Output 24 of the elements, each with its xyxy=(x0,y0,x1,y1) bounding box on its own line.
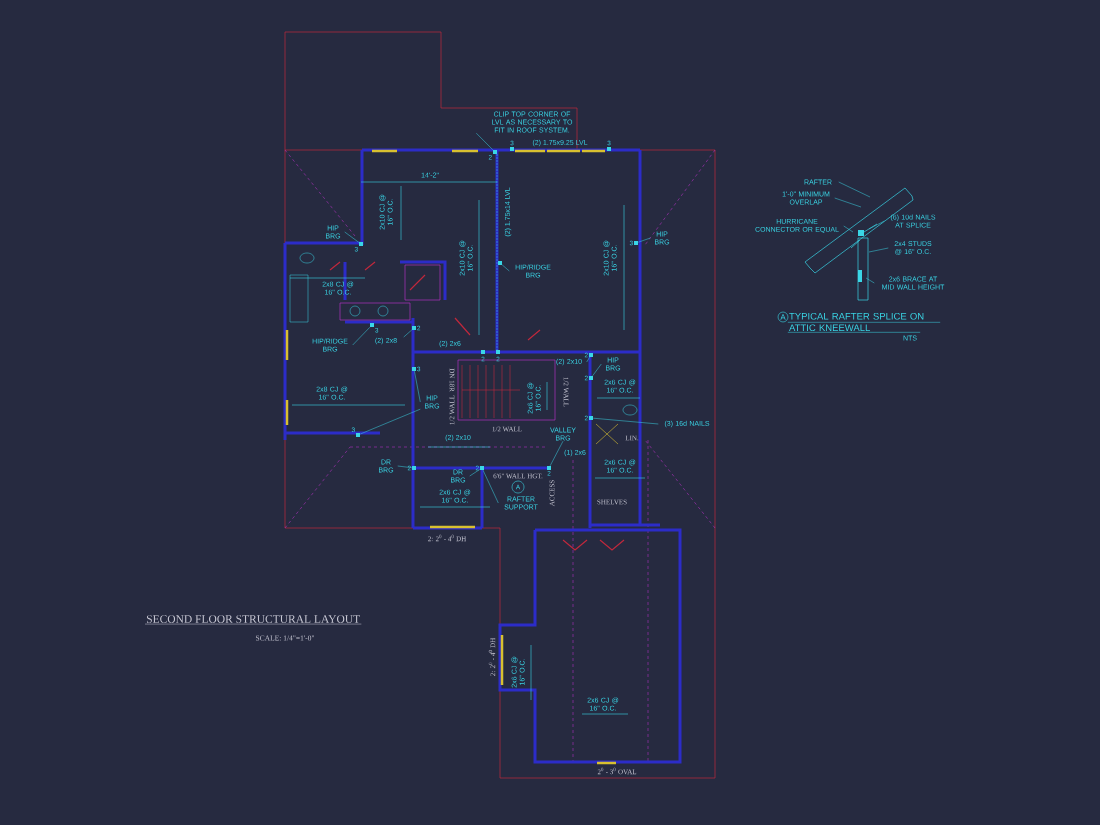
leader-line xyxy=(482,469,499,504)
leader-line xyxy=(501,264,510,272)
leader-line xyxy=(397,465,413,468)
leader-line xyxy=(834,197,862,208)
post-marker xyxy=(498,261,502,265)
leader-line xyxy=(352,326,371,346)
leader-line xyxy=(843,225,854,233)
leader-line xyxy=(592,363,602,377)
leader-line xyxy=(469,469,481,477)
leader-line xyxy=(414,370,421,403)
detail-title: TYPICAL RAFTER SPLICE ON ATTIC KNEEWALL xyxy=(787,312,941,333)
leader-line xyxy=(359,408,421,435)
leader-line xyxy=(476,132,494,151)
leader-line xyxy=(637,237,651,243)
drawing-title: SECOND FLOOR STRUCTURAL LAYOUT xyxy=(144,615,362,625)
leader-line xyxy=(549,440,564,467)
leader-line xyxy=(586,356,590,363)
leader-line xyxy=(868,220,885,230)
leader-line xyxy=(344,231,360,243)
leader-line xyxy=(403,329,413,338)
leader-line xyxy=(592,417,659,425)
leader-line xyxy=(868,247,889,253)
leader-line xyxy=(838,181,871,198)
leader-line xyxy=(865,277,875,284)
